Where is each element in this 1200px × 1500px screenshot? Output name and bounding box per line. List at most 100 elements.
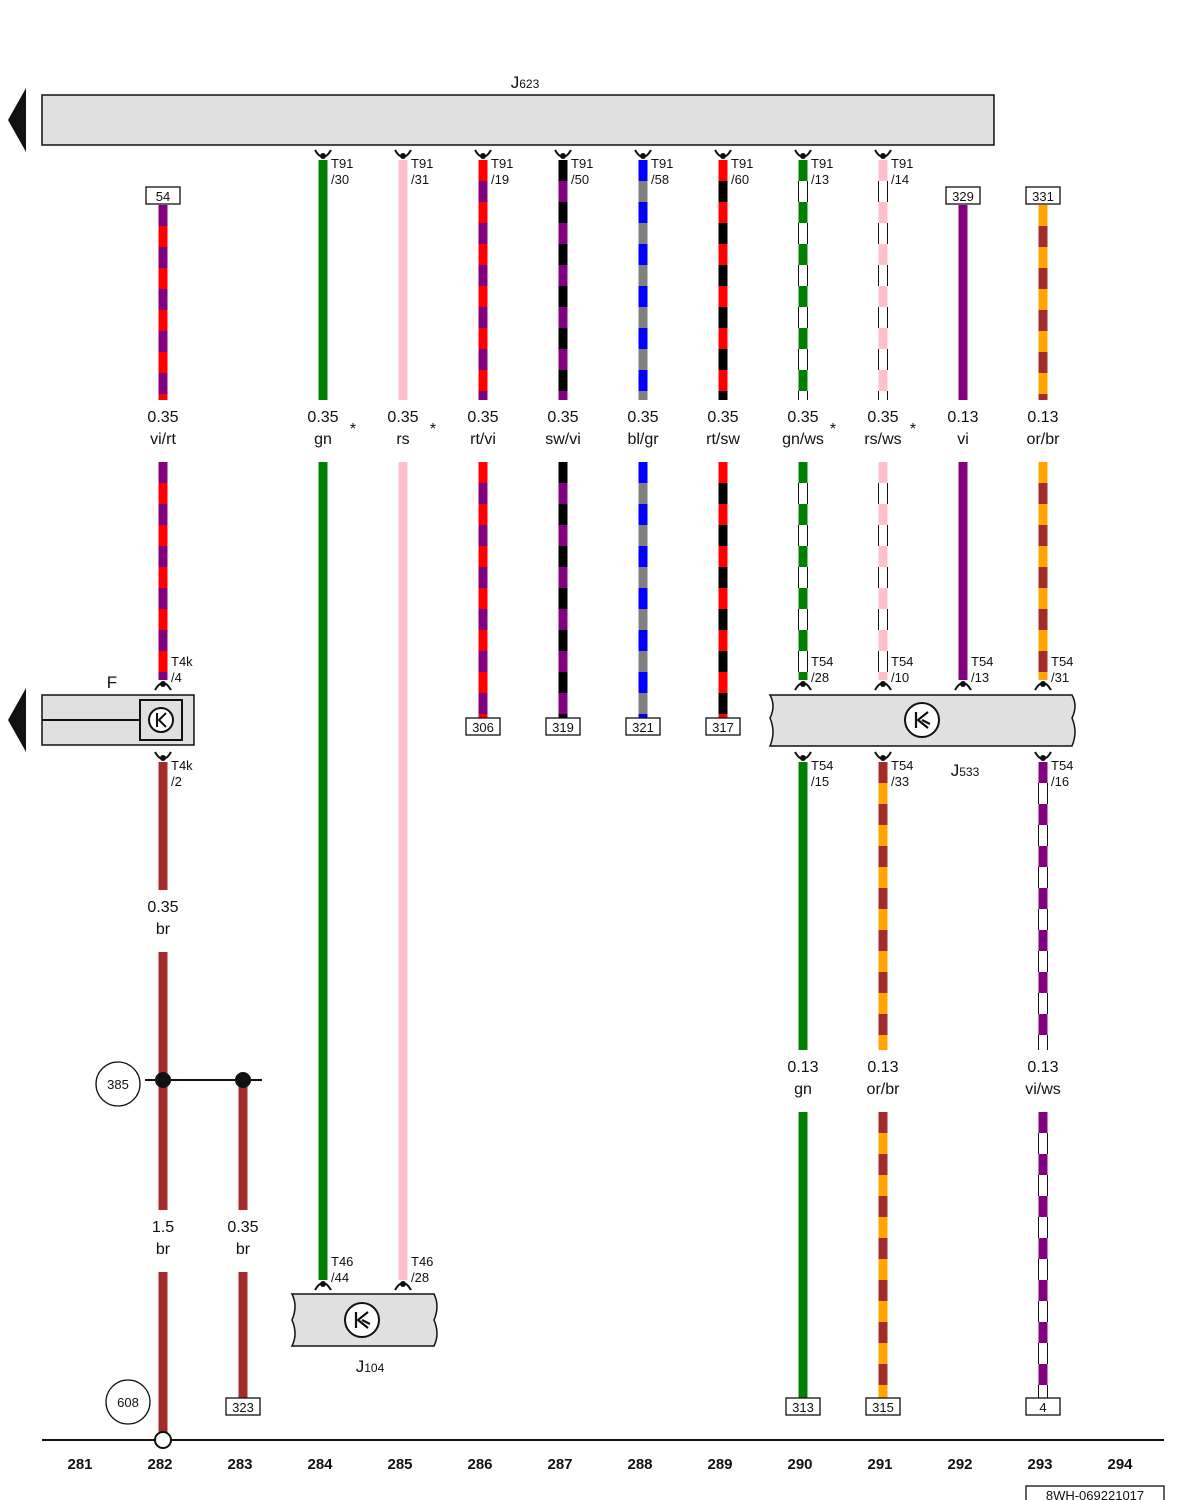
wire-color-w282b: br xyxy=(156,921,171,938)
pin-number-w284: /30 xyxy=(331,172,349,187)
wire-size-w287: 0.35 xyxy=(547,409,578,426)
wire-color-w293b: vi/ws xyxy=(1025,1081,1061,1098)
column-number-293: 293 xyxy=(1027,1456,1052,1473)
wire-color-w286: rt/vi xyxy=(470,431,496,448)
wire-color-w282a: vi/rt xyxy=(150,431,176,448)
pin-number-w290a: /13 xyxy=(811,172,829,187)
pin-label-w289: T91 xyxy=(731,156,753,171)
pin-number-w292: /13 xyxy=(971,670,989,685)
wire-color-w292: vi xyxy=(957,431,969,448)
ref-box xyxy=(865,1397,901,1416)
ref-label-w286: 306 xyxy=(472,720,494,735)
label-sub: 533 xyxy=(959,765,979,779)
pin-dot xyxy=(800,681,806,687)
pin-dot xyxy=(560,153,566,159)
pin-dot xyxy=(880,153,886,159)
ref-label-w293a: 331 xyxy=(1032,189,1054,204)
pin-label-w293a: T54 xyxy=(1051,654,1073,669)
wire-size-w282b: 0.35 xyxy=(147,899,178,916)
pin-label-w287: T91 xyxy=(571,156,593,171)
pin-number-w291b: /33 xyxy=(891,774,909,789)
pin-number-w291a: /10 xyxy=(891,670,909,685)
pin-dot xyxy=(320,1281,326,1287)
splice-dot xyxy=(235,1072,251,1088)
label-sub: 104 xyxy=(364,1361,384,1375)
pin-label-w285: T91 xyxy=(411,156,433,171)
pin-number-w285: /28 xyxy=(411,1270,429,1285)
ground-terminal xyxy=(154,1431,172,1449)
wire-color-w287: sw/vi xyxy=(545,431,581,448)
transistor-icon xyxy=(914,711,931,729)
wire-color-w285: rs xyxy=(396,431,409,448)
column-number-282: 282 xyxy=(147,1456,172,1473)
wire-size-w282c: 1.5 xyxy=(152,1219,174,1236)
column-number-289: 289 xyxy=(707,1456,732,1473)
pin-number-w290b: /15 xyxy=(811,774,829,789)
wire-color-w291b: or/br xyxy=(867,1081,901,1098)
pin-dot xyxy=(160,755,166,761)
pin-number-w293b: /16 xyxy=(1051,774,1069,789)
ref-box xyxy=(225,1397,261,1416)
column-number-288: 288 xyxy=(627,1456,652,1473)
column-number-294: 294 xyxy=(1107,1456,1133,1473)
wire-star-w290a: * xyxy=(830,421,836,438)
column-number-291: 291 xyxy=(867,1456,892,1473)
labels-layer: J623J533J104F0.35vi/rtT4k/4540.35gn*T91/… xyxy=(67,73,1144,1500)
component-label-j533: J533 xyxy=(951,761,980,780)
ground-label-608: 608 xyxy=(117,1395,139,1410)
wire-size-w290b: 0.13 xyxy=(787,1059,818,1076)
ref-label-w293b: 4 xyxy=(1039,1400,1046,1415)
pin-label-w284: T91 xyxy=(331,156,353,171)
transistor-icon xyxy=(156,712,167,728)
column-number-290: 290 xyxy=(787,1456,812,1473)
wires-layer xyxy=(158,160,1048,1432)
pin-label-w288: T91 xyxy=(651,156,673,171)
pin-dot xyxy=(400,1281,406,1287)
arrow-left-icon xyxy=(8,688,26,752)
pin-label-w290a: T91 xyxy=(811,156,833,171)
ref-box xyxy=(785,1397,821,1416)
pin-label-w293b: T54 xyxy=(1051,758,1073,773)
pin-dot xyxy=(880,681,886,687)
pin-number-w289: /60 xyxy=(731,172,749,187)
wire-size-w293b: 0.13 xyxy=(1027,1059,1058,1076)
pin-number-w285: /31 xyxy=(411,172,429,187)
wire-color-w284: gn xyxy=(314,431,332,448)
doc-id: 8WH-069221017 xyxy=(1046,1488,1144,1500)
ref-box xyxy=(145,186,181,205)
wire-size-w285: 0.35 xyxy=(387,409,418,426)
ref-box xyxy=(625,717,661,736)
doc-id-box xyxy=(1025,1485,1165,1500)
wire-size-w291a: 0.35 xyxy=(867,409,898,426)
pin-number-w288: /58 xyxy=(651,172,669,187)
wire-color-w283: br xyxy=(236,1241,251,1258)
pin-number-w284: /44 xyxy=(331,1270,349,1285)
wire-color-w293a: or/br xyxy=(1027,431,1061,448)
pin-label-w292: T54 xyxy=(971,654,993,669)
wire-color-w290a: gn/ws xyxy=(782,431,824,448)
wire-size-w284: 0.35 xyxy=(307,409,338,426)
wire-color-w288: bl/gr xyxy=(627,431,659,448)
ref-box xyxy=(545,717,581,736)
pin-dot xyxy=(320,153,326,159)
pin-number-w291a: /14 xyxy=(891,172,909,187)
wire-color-w289: rt/sw xyxy=(706,431,740,448)
pin-number-w286: /19 xyxy=(491,172,509,187)
column-number-285: 285 xyxy=(387,1456,412,1473)
wire-color-w291a: rs/ws xyxy=(864,431,901,448)
pin-dot xyxy=(1040,755,1046,761)
ref-box xyxy=(1025,1397,1061,1416)
wire-star-w291a: * xyxy=(910,421,916,438)
pin-label-w282b: T4k xyxy=(171,758,193,773)
ref-label-w292: 329 xyxy=(952,189,974,204)
pin-number-w293a: /31 xyxy=(1051,670,1069,685)
pin-dot xyxy=(400,153,406,159)
pin-label-w284: T46 xyxy=(331,1254,353,1269)
pin-dot xyxy=(800,755,806,761)
pin-label-w290a: T54 xyxy=(811,654,833,669)
ref-label-w287: 319 xyxy=(552,720,574,735)
f-switch-box xyxy=(139,699,183,741)
wire-size-w290a: 0.35 xyxy=(787,409,818,426)
component-label-j623: J623 xyxy=(511,73,540,92)
component-label-j104: J104 xyxy=(356,1357,385,1376)
